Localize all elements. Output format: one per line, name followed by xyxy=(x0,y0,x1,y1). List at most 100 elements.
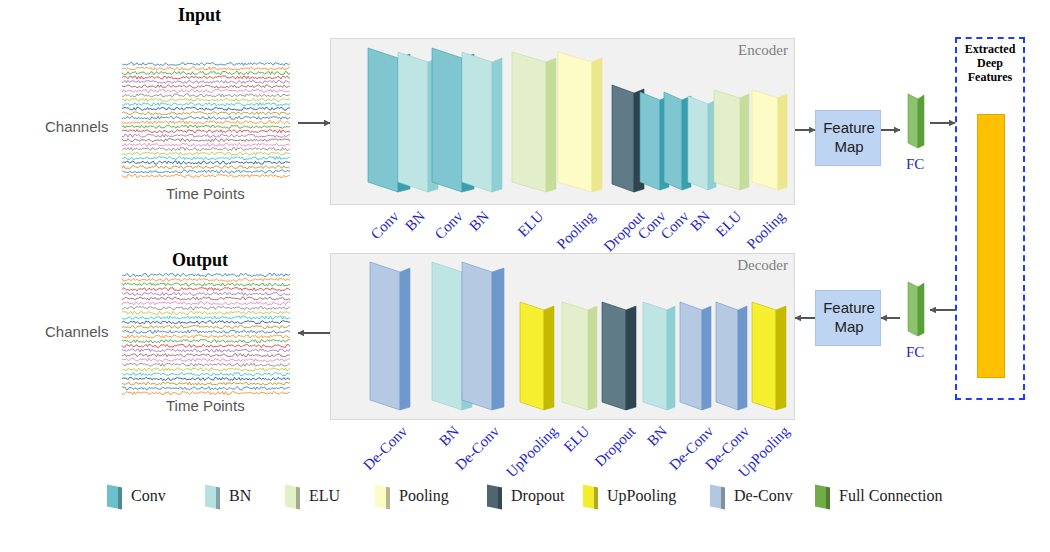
layer-slab-face xyxy=(368,48,398,192)
eeg-trace xyxy=(122,130,290,133)
layer-stack xyxy=(331,254,796,421)
node-label: Decoder xyxy=(737,257,788,274)
eeg-trace xyxy=(122,297,290,300)
layer-slab-face xyxy=(462,52,492,192)
eeg-trace xyxy=(122,125,290,128)
layer-slab-face xyxy=(562,302,588,410)
eeg-trace xyxy=(122,311,290,314)
layer-slab-face xyxy=(512,52,546,192)
eeg-trace xyxy=(122,98,290,101)
eeg-trace xyxy=(122,94,290,97)
legend-swatch xyxy=(487,484,502,509)
eeg-trace xyxy=(122,121,290,124)
eeg-trace xyxy=(122,344,290,347)
legend-swatch xyxy=(583,484,598,509)
layer-slab-side xyxy=(592,58,602,192)
node-label: Channels xyxy=(45,323,108,340)
eeg-trace xyxy=(122,76,290,79)
layer-name: BN xyxy=(436,423,463,450)
flow-arrow xyxy=(881,317,900,319)
layer-name: De-Conv xyxy=(360,423,411,474)
fc-slab xyxy=(900,280,930,338)
node-label: Encoder xyxy=(738,42,788,59)
signal-plot: InputChannelsTime Points xyxy=(40,5,298,205)
flow-arrow xyxy=(298,122,330,124)
eeg-trace xyxy=(122,143,290,146)
eeg-trace xyxy=(122,387,290,390)
eeg-trace xyxy=(122,283,290,286)
layer-slab-face xyxy=(520,302,544,410)
layer-slab-side xyxy=(918,283,924,336)
eeg-trace xyxy=(122,107,290,110)
layer-slab-side xyxy=(492,58,502,192)
layer-slab-face xyxy=(640,92,660,190)
eeg-trace xyxy=(122,165,290,168)
eeg-trace xyxy=(122,325,290,328)
layer-slab-side xyxy=(546,58,556,192)
node-label: Input xyxy=(178,5,221,26)
eeg-trace xyxy=(122,340,290,343)
eeg-trace xyxy=(122,278,290,281)
eeg-trace xyxy=(122,148,290,151)
flow-arrow xyxy=(795,129,815,131)
eeg-trace xyxy=(122,273,290,276)
layer-slab-face xyxy=(462,262,492,410)
layer-slab-face xyxy=(602,302,626,410)
layer-slab-face xyxy=(612,85,634,192)
feature-map-box: Feature Map xyxy=(815,110,881,166)
layer-name: De-Conv xyxy=(452,423,503,474)
eeg-waveform xyxy=(40,5,298,205)
eeg-trace xyxy=(122,80,290,83)
legend-text: UpPooling xyxy=(607,487,676,505)
layer-slab-side xyxy=(588,306,597,410)
network-panel: Decoder xyxy=(330,253,795,420)
eeg-trace xyxy=(122,116,290,119)
eeg-trace xyxy=(122,134,290,137)
eeg-trace xyxy=(122,112,290,115)
layer-name: UpPooling xyxy=(503,423,561,481)
node-label: Time Points xyxy=(166,397,245,414)
fc-slab xyxy=(900,92,930,150)
node-label: Output xyxy=(172,250,228,271)
legend-swatch xyxy=(285,484,300,509)
eeg-trace xyxy=(122,63,290,66)
layer-slab-face xyxy=(398,52,428,192)
eeg-trace xyxy=(122,89,290,92)
layer-slab-side xyxy=(740,94,749,190)
layer-slab-side xyxy=(544,306,554,410)
layer-slab-face xyxy=(680,302,702,410)
legend-text: De-Conv xyxy=(734,487,793,505)
legend-swatch xyxy=(107,484,122,509)
eeg-trace xyxy=(122,335,290,338)
layer-slab-face xyxy=(558,52,592,192)
flow-arrow xyxy=(930,309,955,311)
flow-arrow xyxy=(930,122,955,124)
layer-name: ELU xyxy=(561,423,594,456)
node-label: Extracted Deep Features xyxy=(958,43,1022,84)
eeg-trace xyxy=(122,316,290,319)
layer-name: Pooling xyxy=(554,208,599,253)
eeg-trace xyxy=(122,152,290,155)
layer-name: ELU xyxy=(515,208,548,241)
eeg-trace xyxy=(122,306,290,309)
eeg-trace xyxy=(122,358,290,361)
legend-swatch xyxy=(375,484,390,509)
layer-slab-side xyxy=(400,268,410,410)
eeg-trace xyxy=(122,71,290,74)
eeg-trace xyxy=(122,288,290,291)
eeg-trace xyxy=(122,67,290,70)
layer-slab-face xyxy=(370,262,400,410)
layer-name: BN xyxy=(466,208,493,235)
feature-vector-bar xyxy=(977,114,1005,378)
legend-text: Conv xyxy=(131,487,166,505)
layer-slab-side xyxy=(918,95,924,148)
feature-map-box: Feature Map xyxy=(815,290,881,346)
layer-slab-face xyxy=(688,96,708,190)
layer-slab-face xyxy=(752,302,776,410)
eeg-trace xyxy=(122,391,290,394)
legend-swatch xyxy=(205,484,220,509)
layer-slab-side xyxy=(702,306,711,410)
eeg-trace xyxy=(122,330,290,333)
eeg-trace xyxy=(122,368,290,371)
layer-name: Dropout xyxy=(592,423,639,470)
